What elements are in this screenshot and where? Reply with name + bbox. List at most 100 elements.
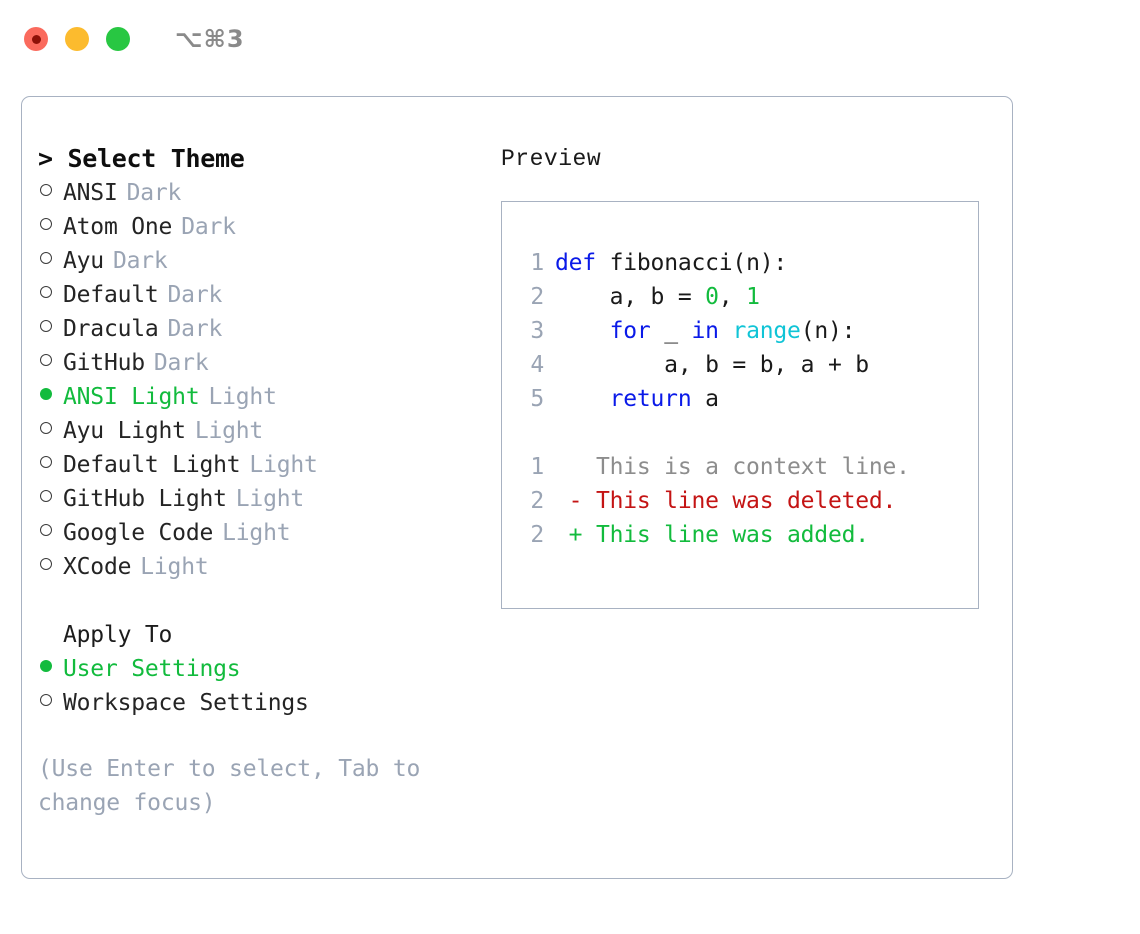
diff-block: 1 This is a context line.2 - This line w… — [514, 450, 972, 552]
code-line-text: return a — [555, 382, 719, 416]
diff-line-text: This is a context line. — [555, 454, 910, 480]
theme-item-kind-badge: Light — [222, 520, 291, 546]
theme-list-heading: > Select Theme — [38, 144, 245, 173]
keyboard-shortcut-label: ⌥⌘3 — [175, 25, 245, 53]
theme-item-label: Default Light — [63, 452, 241, 478]
diff-line: 1 This is a context line. — [514, 450, 972, 484]
code-line-text: def fibonacci(n): — [555, 246, 787, 280]
code-line: 5 return a — [514, 382, 972, 416]
keyboard-hint-text: (Use Enter to select, Tab to change focu… — [38, 756, 421, 816]
code-token: 1 — [746, 284, 760, 310]
code-token: , — [718, 284, 747, 310]
code-line: 3 for _ in range(n): — [514, 314, 972, 348]
apply-to-item-user-settings[interactable]: User Settings — [38, 652, 468, 686]
diff-line-number: 2 — [530, 488, 544, 514]
theme-item-kind-badge: Light — [235, 486, 305, 512]
spacer — [38, 584, 468, 618]
theme-item-kind-badge: Dark — [167, 316, 223, 342]
code-token — [596, 250, 610, 276]
code-line-number: 2 — [530, 284, 544, 310]
code-token: range — [732, 318, 801, 344]
apply-to-item-label: User Settings — [63, 656, 241, 682]
theme-item-label: GitHub Light — [63, 486, 227, 512]
theme-item-label: Default — [63, 282, 159, 308]
theme-item-atom-one[interactable]: Atom One Dark — [38, 210, 468, 244]
code-line-number: 5 — [530, 386, 544, 412]
theme-item-label: Ayu Light — [63, 418, 186, 444]
code-line: 1 def fibonacci(n): — [514, 246, 972, 280]
diff-line-text: + This line was added. — [555, 522, 869, 548]
theme-item-label: XCode — [63, 554, 132, 580]
diff-line: 2 - This line was deleted. — [514, 484, 972, 518]
theme-item-label: GitHub — [63, 350, 145, 376]
theme-item-default-light[interactable]: Default Light Light — [38, 448, 468, 482]
theme-item-google-code[interactable]: Google Code Light — [38, 516, 468, 550]
theme-item-label: ANSI — [63, 180, 118, 206]
theme-item-label: ANSI Light — [63, 384, 200, 410]
theme-item-label: Dracula — [63, 316, 159, 342]
theme-item-kind-badge: Dark — [112, 248, 168, 274]
theme-item-kind-badge: Dark — [153, 350, 209, 376]
theme-item-default[interactable]: Default Dark — [38, 278, 468, 312]
code-token: a, b = — [555, 284, 706, 310]
theme-item-kind-badge: Dark — [167, 282, 223, 308]
code-token: (n): — [800, 318, 856, 344]
theme-item-kind-badge: Light — [194, 418, 264, 444]
code-token: a — [691, 386, 719, 412]
code-token — [555, 386, 610, 412]
code-line-text: for _ in range(n): — [555, 314, 856, 348]
theme-item-ayu[interactable]: Ayu Dark — [38, 244, 468, 278]
apply-to-item-workspace-settings[interactable]: Workspace Settings — [38, 686, 468, 720]
code-line-text: a, b = 0, 1 — [555, 280, 760, 314]
theme-item-github[interactable]: GitHub Dark — [38, 346, 468, 380]
code-line-number: 4 — [530, 352, 544, 378]
theme-item-ayu-light[interactable]: Ayu Light Light — [38, 414, 468, 448]
code-token: fibonacci(n): — [609, 250, 788, 276]
theme-item-github-light[interactable]: GitHub Light Light — [38, 482, 468, 516]
theme-item-kind-badge: Light — [140, 554, 209, 580]
theme-item-kind-badge: Dark — [181, 214, 236, 240]
code-token: return — [609, 386, 692, 412]
theme-item-kind-badge: Dark — [126, 180, 182, 206]
preview-heading: Preview — [501, 146, 602, 172]
code-token: def — [555, 250, 596, 276]
close-window-button[interactable] — [24, 27, 48, 51]
theme-item-kind-badge: Light — [249, 452, 318, 478]
code-token — [555, 318, 610, 344]
title-bar: ⌥⌘3 — [0, 0, 1140, 78]
spacer — [514, 416, 972, 450]
apply-to-item-label: Workspace Settings — [63, 690, 309, 716]
theme-item-label: Atom One — [63, 214, 173, 240]
theme-item-kind-badge: Light — [208, 384, 277, 410]
theme-item-dracula[interactable]: Dracula Dark — [38, 312, 468, 346]
diff-line-number: 1 — [530, 454, 544, 480]
theme-item-ansi[interactable]: ANSI Dark — [38, 176, 468, 210]
minimize-window-button[interactable] — [65, 27, 89, 51]
diff-line: 2 + This line was added. — [514, 518, 972, 552]
maximize-window-button[interactable] — [106, 27, 130, 51]
theme-item-xcode[interactable]: XCode Light — [38, 550, 468, 584]
code-line-number: 3 — [530, 318, 544, 344]
code-token: 0 — [705, 284, 719, 310]
code-line: 2 a, b = 0, 1 — [514, 280, 972, 314]
theme-item-label: Ayu — [63, 248, 104, 274]
theme-item-ansi-light[interactable]: ANSI Light Light — [38, 380, 468, 414]
theme-item-label: Google Code — [63, 520, 214, 546]
code-token: in — [691, 318, 719, 344]
code-token — [719, 318, 733, 344]
code-line: 4 a, b = b, a + b — [514, 348, 972, 382]
code-line-number: 1 — [530, 250, 544, 276]
diff-line-number: 2 — [530, 522, 544, 548]
close-icon — [31, 34, 41, 44]
traffic-lights — [24, 27, 130, 51]
diff-line-text: - This line was deleted. — [555, 488, 897, 514]
code-token: for — [609, 318, 651, 344]
